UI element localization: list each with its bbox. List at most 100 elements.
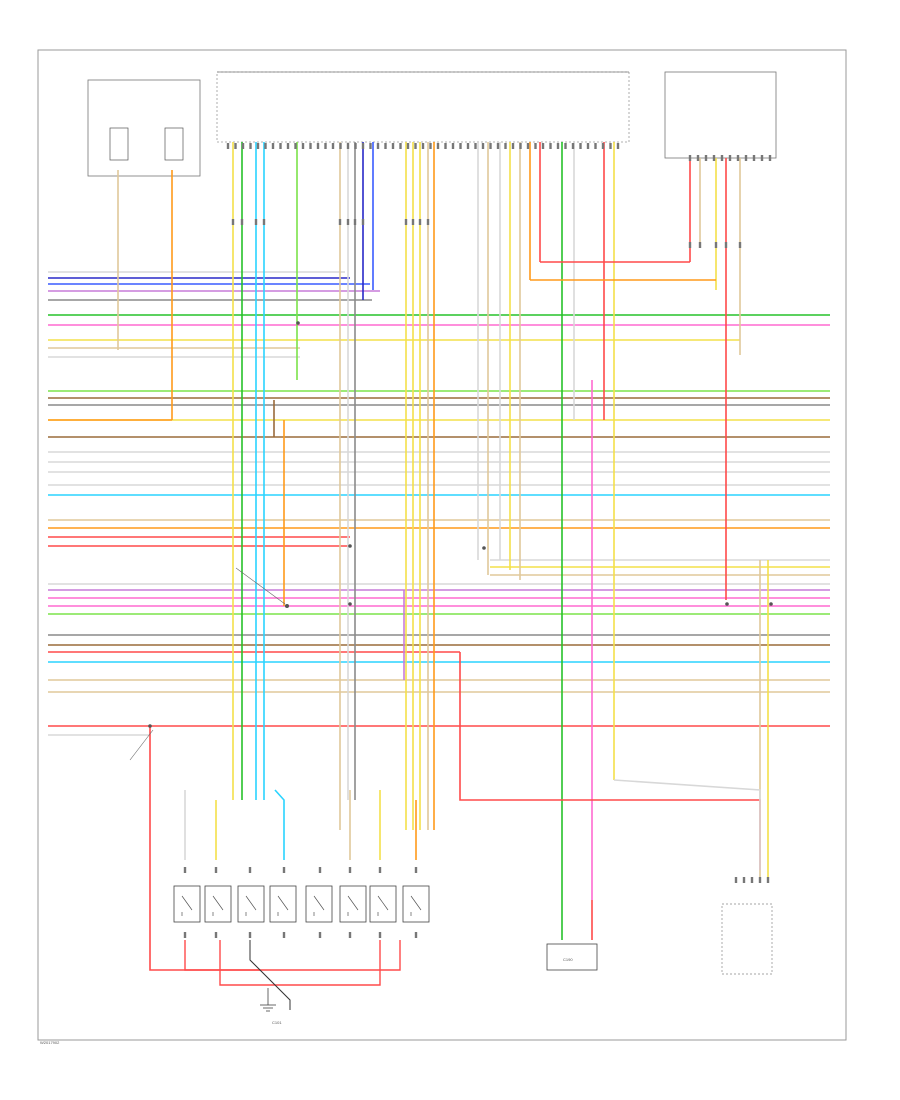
splice-dot	[769, 602, 773, 606]
relay-top-pin	[348, 867, 352, 873]
relay-8	[402, 885, 430, 923]
top-module-pin	[474, 143, 477, 149]
ground-loop-b	[219, 940, 381, 986]
relay-bottom-pin	[282, 932, 286, 938]
splice-icon	[285, 604, 289, 608]
footer-code: W2017902	[40, 1040, 60, 1045]
link-wire-k	[274, 789, 285, 860]
inline-connector-pin	[353, 219, 357, 225]
top-module-pin	[271, 143, 275, 149]
splice-dot	[725, 602, 729, 606]
right-module-pin	[712, 155, 716, 161]
relay-top-pin	[282, 867, 286, 873]
top-module-pin	[414, 143, 417, 149]
top-module-pin	[354, 143, 357, 149]
splice-dot	[296, 321, 300, 325]
inline-connector-pin	[404, 219, 408, 225]
relay-6	[339, 885, 367, 923]
relay-bottom-pin	[348, 932, 352, 938]
top-module-pin	[294, 143, 297, 149]
top-module-pin	[256, 143, 260, 149]
right-component-pin	[750, 877, 754, 883]
top-module-pin	[384, 143, 387, 149]
top-module-pin	[489, 143, 492, 149]
relay-top-pin	[318, 867, 322, 873]
top-module-pin	[361, 143, 365, 149]
relay-bottom-pin	[318, 932, 322, 938]
top-left-switch-b	[164, 127, 184, 161]
top-module-pin	[496, 143, 500, 149]
relay-bottom-pin	[378, 932, 382, 938]
top-module-pin	[369, 143, 372, 149]
right-module-pin	[688, 155, 692, 161]
top-module-pin	[391, 143, 395, 149]
top-module-pin	[594, 143, 597, 149]
top-module-pin	[309, 143, 312, 149]
top-module-pin	[459, 143, 462, 149]
relay-switch-icon	[347, 895, 359, 916]
top-module-pin	[264, 143, 267, 149]
ground-symbol-icon	[260, 988, 276, 1012]
bottom-relay-row	[173, 885, 430, 923]
right-component-pin	[742, 877, 746, 883]
inline-connector-pin	[361, 219, 365, 225]
top-module-pin	[346, 143, 350, 149]
top-module-pin	[541, 143, 545, 149]
relay-bottom-pin	[214, 932, 218, 938]
top-left-switch-a	[109, 127, 129, 161]
relay-switch-icon	[181, 895, 193, 916]
top-module-pin	[586, 143, 590, 149]
top-right-module-box	[664, 71, 777, 159]
inline-connector-pin	[338, 219, 342, 225]
relay-top-pin	[248, 867, 252, 873]
right-module-pin	[704, 155, 708, 161]
top-module-pin	[429, 143, 432, 149]
top-module-pin	[324, 143, 327, 149]
relay-top-pin	[414, 867, 418, 873]
inline-connector-pin	[698, 242, 702, 248]
right-module-pin	[696, 155, 700, 161]
bottom-centre-component	[546, 943, 598, 971]
splice-dot	[348, 602, 352, 606]
right-component-pin	[734, 877, 738, 883]
top-module-pin	[519, 143, 522, 149]
top-module-pin	[579, 143, 582, 149]
relay-2	[204, 885, 232, 923]
right-module-pin	[736, 155, 740, 161]
pin-layer	[148, 143, 773, 938]
diagram-frame	[37, 49, 847, 1041]
top-module-pin	[241, 143, 245, 149]
top-module-pin	[331, 143, 335, 149]
relay-7	[369, 885, 397, 923]
top-module-pin	[376, 143, 380, 149]
relay-bottom-pin	[414, 932, 418, 938]
link-wire-h	[149, 726, 260, 971]
splice-dot	[148, 724, 152, 728]
top-module-pin	[556, 143, 560, 149]
inline-connector-pin	[254, 219, 258, 225]
inline-connector-pin	[738, 242, 742, 248]
top-module-pin	[526, 143, 530, 149]
label-layer	[181, 895, 422, 916]
relay-switch-icon	[277, 895, 289, 916]
top-module-pin	[234, 143, 237, 149]
splice-dot	[482, 546, 486, 550]
inline-connector-pin	[714, 242, 718, 248]
callout-line	[235, 567, 286, 605]
inline-connector-pin	[426, 219, 430, 225]
top-module-pin	[571, 143, 575, 149]
right-module-pin	[760, 155, 764, 161]
splice-dot	[348, 544, 352, 548]
top-module-pin	[249, 143, 252, 149]
inline-connector-pin	[262, 219, 266, 225]
top-module-pin	[436, 143, 440, 149]
relay-bottom-pin	[248, 932, 252, 938]
relay-switch-icon	[410, 895, 422, 916]
top-module-box	[216, 71, 630, 143]
top-module-pin	[279, 143, 282, 149]
inline-connector-pin	[418, 219, 422, 225]
link-wire-f	[459, 652, 761, 870]
link-wire-o	[613, 779, 761, 870]
top-module-pin	[466, 143, 470, 149]
relay-bottom-pin	[183, 932, 187, 938]
